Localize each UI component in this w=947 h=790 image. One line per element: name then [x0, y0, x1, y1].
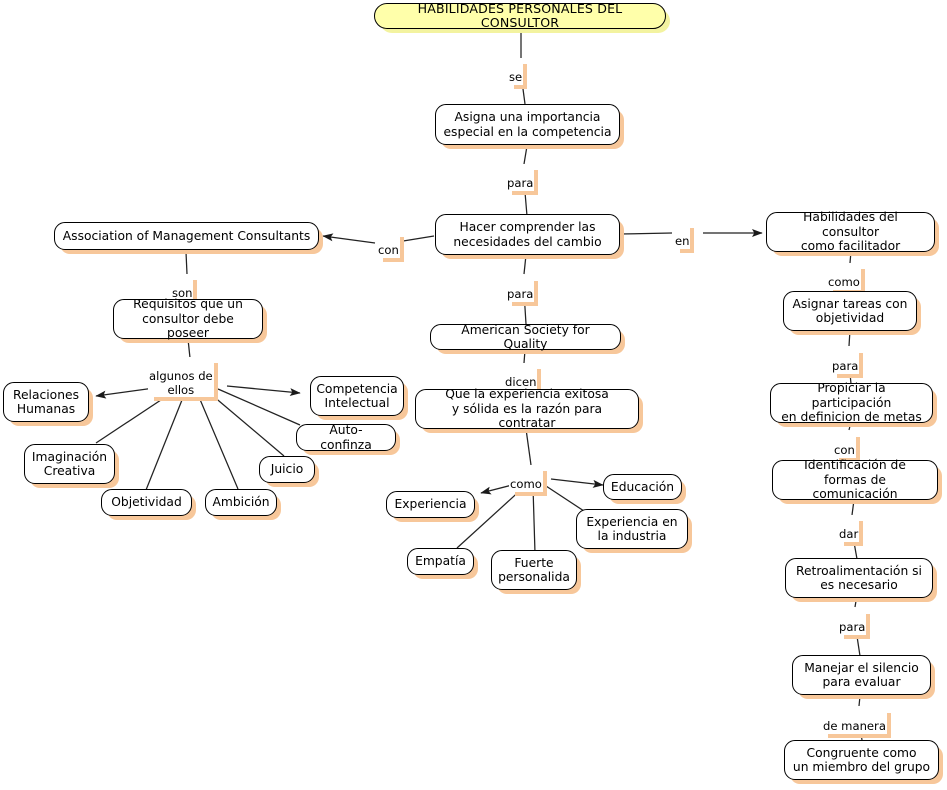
node-label: Hacer comprender las necesidades del cam…	[453, 220, 602, 249]
link-label-text: de manera	[823, 719, 886, 734]
link-label-text: como	[510, 477, 542, 492]
link-label-en[interactable]: en	[674, 222, 691, 249]
node-label: Retroalimentación si es necesario	[796, 563, 922, 593]
node-label: Empatía	[415, 554, 466, 569]
node-label: Ambición	[212, 495, 270, 510]
link-label-dicen[interactable]: dicen	[504, 363, 538, 390]
node-competencia-intelectual[interactable]: Competencia Intelectual	[310, 376, 404, 416]
link-label-text: en	[675, 234, 690, 249]
link-label-de-manera[interactable]: de manera	[822, 707, 887, 734]
node-objetividad[interactable]: Objetividad	[101, 489, 192, 516]
node-label: Manejar el silencio para evaluar	[804, 660, 919, 690]
node-label: Experiencia en la industria	[586, 514, 678, 544]
link-label-text: con	[378, 243, 399, 258]
node-label: Auto-confinza	[320, 423, 372, 452]
node-relaciones-humanas[interactable]: Relaciones Humanas	[3, 382, 89, 422]
node-label: Educación	[610, 479, 675, 494]
node-label: Relaciones Humanas	[13, 387, 79, 417]
link-label-como-facilitador[interactable]: como	[827, 263, 861, 290]
link-label-se[interactable]: se	[508, 58, 524, 85]
node-label: Objetividad	[111, 495, 182, 510]
node-experiencia[interactable]: Experiencia	[386, 491, 475, 518]
node-asignar-tareas[interactable]: Asignar tareas con objetividad	[783, 291, 917, 331]
link-label-con[interactable]: con	[377, 231, 400, 258]
node-juicio[interactable]: Juicio	[259, 456, 315, 483]
node-label: Congruente como un miembro del grupo	[792, 745, 931, 775]
link-label-text: para	[832, 359, 859, 374]
node-propiciar-participacion[interactable]: Propiciar la participación en definicion…	[770, 381, 933, 425]
node-auto-confinza[interactable]: Auto-confinza	[296, 423, 396, 452]
link-label-algunos-de-ellos[interactable]: algunos de ellos	[148, 357, 214, 398]
node-american-society-for-quality[interactable]: American Society for Quality	[430, 322, 621, 352]
node-label: HABILIDADES PERSONALES DEL CONSULTOR	[417, 0, 623, 30]
node-label: Propiciar la participación en definicion…	[781, 381, 922, 425]
link-label-para-hacer-asq[interactable]: para	[506, 275, 535, 302]
node-label: Asignar tareas con objetividad	[792, 296, 908, 326]
link-label-con-propiciar-identificacion[interactable]: con	[833, 431, 856, 458]
link-label-text: como	[828, 275, 860, 290]
node-label: Habilidades del consultor como facilitad…	[800, 210, 901, 254]
node-label: Asigna una importancia especial en la co…	[443, 110, 612, 139]
node-manejar-silencio[interactable]: Manejar el silencio para evaluar	[792, 655, 931, 695]
link-label-text: para	[507, 176, 534, 191]
link-label-como-experiencia[interactable]: como	[509, 465, 543, 492]
node-label: Fuerte personalida	[498, 555, 570, 585]
link-label-text: para	[507, 287, 534, 302]
link-label-para-asignar-propiciar[interactable]: para	[831, 347, 860, 374]
link-label-para-asigna-hacer[interactable]: para	[506, 164, 535, 191]
node-hacer-comprender[interactable]: Hacer comprender las necesidades del cam…	[435, 214, 620, 255]
node-label: Identificación de formas de comunicación	[804, 458, 906, 502]
node-imaginacion-creativa[interactable]: Imaginación Creativa	[24, 444, 115, 484]
node-experiencia-exitosa[interactable]: Que la experiencia exitosa y sólida es l…	[415, 387, 639, 431]
node-habilidades-facilitador[interactable]: Habilidades del consultor como facilitad…	[766, 210, 935, 254]
node-ambicion[interactable]: Ambición	[205, 489, 277, 516]
link-label-text: para	[839, 620, 866, 635]
link-label-text: dicen	[505, 375, 537, 390]
node-asigna-importancia[interactable]: Asigna una importancia especial en la co…	[435, 104, 620, 145]
node-label: Competencia Intelectual	[316, 381, 398, 411]
link-label-para-retro-manejar[interactable]: para	[838, 608, 867, 635]
node-label: Experiencia	[394, 497, 467, 512]
link-label-text: algunos de ellos	[149, 369, 213, 397]
node-label: American Society for Quality	[461, 322, 590, 352]
node-experiencia-industria[interactable]: Experiencia en la industria	[576, 509, 688, 549]
node-retroalimentacion[interactable]: Retroalimentación si es necesario	[785, 558, 933, 598]
node-label: Juicio	[270, 462, 304, 477]
node-association-of-management-consultants[interactable]: Association of Management Consultants	[54, 222, 319, 250]
node-label: Imaginación Creativa	[31, 449, 108, 479]
node-congruente-miembro-grupo[interactable]: Congruente como un miembro del grupo	[784, 740, 939, 780]
node-label: Association of Management Consultants	[62, 228, 311, 243]
node-label: Que la experiencia exitosa y sólida es l…	[445, 387, 609, 431]
node-identificacion-comunicacion[interactable]: Identificación de formas de comunicación	[772, 458, 938, 502]
link-label-text: con	[834, 443, 855, 458]
link-label-dar[interactable]: dar	[838, 515, 860, 542]
node-label: Requisitos que un consultor debe poseer	[133, 297, 243, 341]
node-title-habilidades-personales[interactable]: HABILIDADES PERSONALES DEL CONSULTOR	[374, 0, 666, 30]
node-educacion[interactable]: Educación	[603, 474, 682, 500]
link-label-text: se	[509, 70, 523, 85]
node-requisitos-consultor[interactable]: Requisitos que un consultor debe poseer	[113, 297, 263, 341]
link-label-text: dar	[839, 527, 859, 542]
node-fuerte-personalida[interactable]: Fuerte personalida	[491, 550, 577, 590]
node-empatia[interactable]: Empatía	[407, 548, 474, 575]
